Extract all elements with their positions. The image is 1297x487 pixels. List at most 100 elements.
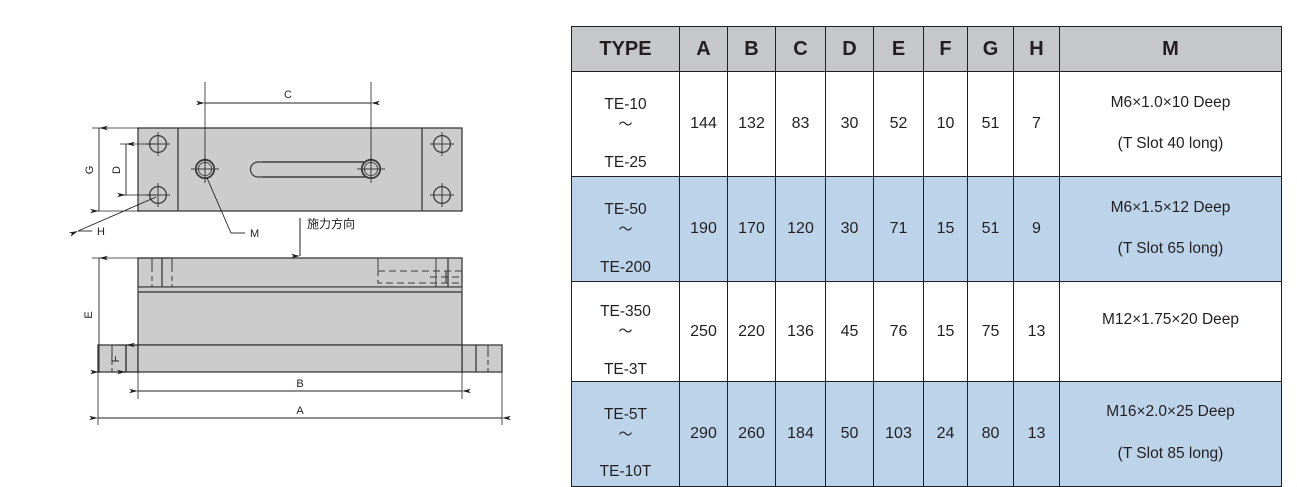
cell-a: 190 xyxy=(679,175,728,282)
cell-type: TE-5T 〜 TE-10T xyxy=(571,380,680,487)
mounting-hole-bottom-left xyxy=(146,183,170,207)
dimension-label-F: F xyxy=(110,355,122,362)
cell-a: 250 xyxy=(679,280,728,382)
hidden-slot-outline xyxy=(377,270,463,284)
m-spec-line2: (T Slot 85 long) xyxy=(1117,445,1224,463)
m-spec-line1: M6×1.5×12 Deep xyxy=(1110,198,1231,216)
type-range-from: TE-350 xyxy=(600,303,651,321)
table-header-row: TYPE A B C D E F G H M xyxy=(571,26,1282,72)
column-header-f: F xyxy=(923,26,968,72)
side-view-strip xyxy=(137,286,463,293)
cell-type: TE-10 〜 TE-25 xyxy=(571,71,680,177)
cell-c: 120 xyxy=(775,175,826,282)
cell-type: TE-50 〜 TE-200 xyxy=(571,175,680,282)
m-spec-line2: (T Slot 65 long) xyxy=(1117,240,1224,258)
cell-b: 170 xyxy=(727,175,776,282)
type-range-separator: 〜 xyxy=(618,220,633,237)
column-header-m: M xyxy=(1059,26,1282,72)
cell-g: 51 xyxy=(967,71,1014,177)
cell-b: 132 xyxy=(727,71,776,177)
cell-d: 45 xyxy=(825,280,874,382)
column-header-d: D xyxy=(825,26,874,72)
type-range-separator: 〜 xyxy=(618,323,633,340)
table-row: TE-50 〜 TE-200 190 170 120 30 71 15 51 9… xyxy=(571,175,1282,282)
force-direction-label: 施力方向 xyxy=(307,216,355,231)
cell-h: 9 xyxy=(1013,175,1060,282)
dimension-F: F xyxy=(110,342,140,375)
cell-f: 15 xyxy=(923,175,968,282)
column-header-b: B xyxy=(727,26,776,72)
dimension-D: D xyxy=(111,141,156,198)
cell-d: 30 xyxy=(825,71,874,177)
column-header-g: G xyxy=(967,26,1014,72)
cell-type: TE-350 〜 TE-3T xyxy=(571,280,680,382)
page-root: C G D xyxy=(68,26,1282,487)
dimension-A: A xyxy=(89,372,511,425)
dimension-label-B: B xyxy=(296,378,303,390)
dimension-B: B xyxy=(129,372,471,399)
table-row: TE-10 〜 TE-25 144 132 83 30 52 10 51 7 M… xyxy=(571,71,1282,177)
type-range-from: TE-5T xyxy=(603,405,648,423)
load-cell-drawing-svg: C G D xyxy=(68,82,511,425)
table-row: TE-350 〜 TE-3T 250 220 136 45 76 15 75 1… xyxy=(571,280,1282,382)
mounting-hole-top-left xyxy=(146,132,170,156)
cell-m: M6×1.0×10 Deep (T Slot 40 long) xyxy=(1059,71,1282,177)
cell-a: 290 xyxy=(679,380,728,487)
specification-table: TYPE A B C D E F G H M TE-10 〜 xyxy=(571,26,1282,487)
column-header-c: C xyxy=(775,26,826,72)
cell-c: 184 xyxy=(775,380,826,487)
type-range-separator: 〜 xyxy=(618,425,633,442)
side-view-group: E F B xyxy=(83,255,511,425)
force-direction-annotation: 施力方向 xyxy=(291,216,355,259)
dimension-label-A: A xyxy=(296,405,304,417)
type-range-to: TE-25 xyxy=(604,153,647,171)
m-spec-line2: (T Slot 40 long) xyxy=(1117,135,1224,153)
cell-b: 220 xyxy=(727,280,776,382)
threaded-hole-right xyxy=(357,155,385,183)
leader-label-M: M xyxy=(250,228,259,240)
column-header-h: H xyxy=(1013,26,1060,72)
dimension-label-C: C xyxy=(284,89,292,101)
side-view-web xyxy=(137,291,463,346)
leader-H: H xyxy=(68,196,157,238)
cell-g: 75 xyxy=(967,280,1014,382)
dimension-E: E xyxy=(83,255,170,375)
cell-h: 13 xyxy=(1013,280,1060,382)
column-header-e: E xyxy=(873,26,924,72)
type-range-to: TE-200 xyxy=(600,258,651,276)
type-range-from: TE-10 xyxy=(604,96,647,114)
type-range-separator: 〜 xyxy=(618,115,633,132)
type-range-to: TE-10T xyxy=(599,463,652,481)
cell-h: 13 xyxy=(1013,380,1060,487)
mounting-hole-bottom-right xyxy=(430,183,454,207)
cell-c: 83 xyxy=(775,71,826,177)
type-range-from: TE-50 xyxy=(604,200,647,218)
cell-h: 7 xyxy=(1013,71,1060,177)
cell-f: 10 xyxy=(923,71,968,177)
cell-d: 50 xyxy=(825,380,874,487)
cell-d: 30 xyxy=(825,175,874,282)
type-range-to: TE-3T xyxy=(603,360,648,378)
mounting-hole-top-right xyxy=(430,132,454,156)
leader-M: M xyxy=(206,177,259,240)
top-view-body xyxy=(137,127,463,212)
side-view-base-band xyxy=(137,344,463,373)
cell-g: 80 xyxy=(967,380,1014,487)
specification-table-container: TYPE A B C D E F G H M TE-10 〜 xyxy=(571,26,1282,487)
cell-e: 76 xyxy=(873,280,924,382)
cell-m: M16×2.0×25 Deep (T Slot 85 long) xyxy=(1059,380,1282,487)
leader-label-H: H xyxy=(97,226,105,238)
dimension-label-E: E xyxy=(83,311,95,318)
m-spec-line1: M16×2.0×25 Deep xyxy=(1106,403,1235,421)
cell-g: 51 xyxy=(967,175,1014,282)
cell-a: 144 xyxy=(679,71,728,177)
table-row: TE-5T 〜 TE-10T 290 260 184 50 103 24 80 … xyxy=(571,380,1282,487)
m-spec-line1: M6×1.0×10 Deep xyxy=(1110,93,1231,111)
side-view-right-foot xyxy=(461,344,503,373)
dimension-label-D: D xyxy=(111,166,123,174)
column-header-type: TYPE xyxy=(571,26,680,72)
dimension-label-G: G xyxy=(84,166,96,175)
cell-m: M6×1.5×12 Deep (T Slot 65 long) xyxy=(1059,175,1282,282)
top-view-group: C G D xyxy=(68,82,463,259)
dimension-C: C xyxy=(196,82,380,165)
